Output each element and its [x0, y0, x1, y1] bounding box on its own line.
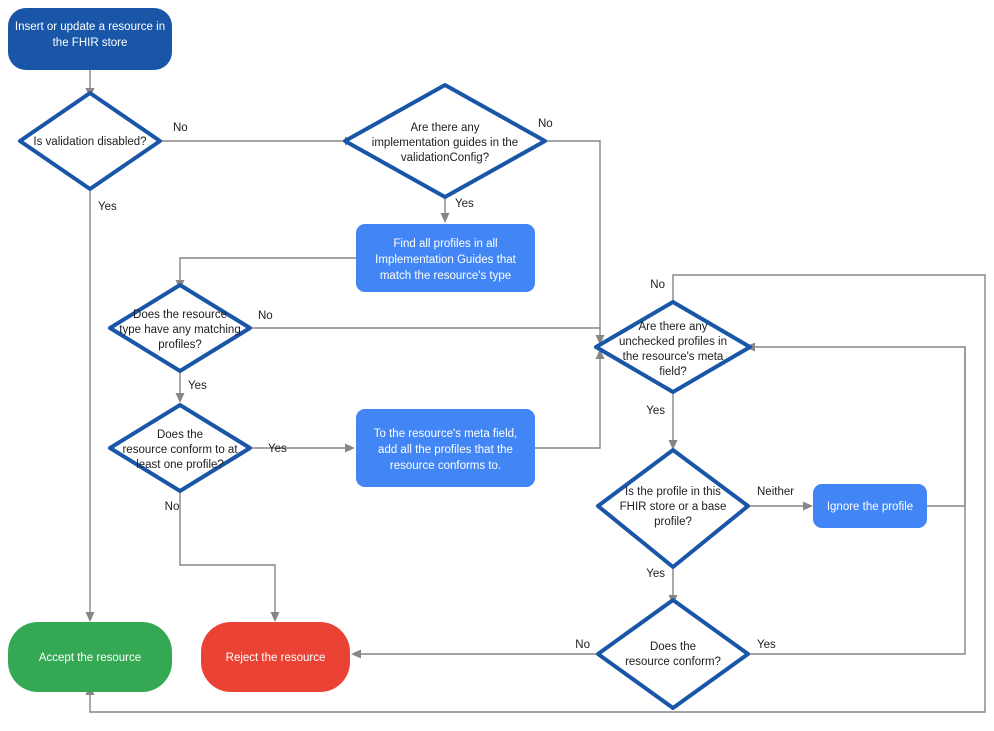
accept-shape: [8, 622, 172, 692]
conform-one-label-line-3: least one profile?: [136, 459, 224, 471]
node-start[interactable]: Insert or update a resource in the FHIR …: [8, 8, 172, 70]
validation-disabled-label: Is validation disabled?: [33, 136, 146, 148]
edge-label-resourceconform-yes: Yes: [757, 639, 776, 651]
arrowhead-matching-yes: [175, 393, 185, 403]
add-profiles-label-line-1: To the resource's meta field,: [374, 428, 517, 440]
node-is-validation-disabled[interactable]: Is validation disabled?: [18, 91, 162, 191]
edge-label-matching-no: No: [258, 310, 273, 322]
edge-label-matching-yes: Yes: [188, 380, 207, 392]
unchecked-profiles-label-line-3: the resource's meta: [623, 351, 724, 363]
matching-profiles-label-line-1: Does the resource: [133, 309, 227, 321]
node-ignore-the-profile[interactable]: Ignore the profile: [813, 484, 927, 528]
connector-resourceconform-yes: [745, 347, 966, 655]
arrowhead-validation-yes: [85, 612, 95, 622]
node-accept-the-resource[interactable]: Accept the resource: [8, 622, 172, 692]
arrowhead-addprofiles-to-unchecked: [595, 349, 605, 359]
conform-at-least-one-shape: [108, 403, 252, 493]
node-matching-profiles[interactable]: Does the resource type have any matching…: [108, 283, 252, 373]
node-reject-the-resource[interactable]: Reject the resource: [201, 622, 350, 692]
matching-profiles-label-line-2: type have any matching: [119, 324, 240, 336]
node-find-all-profiles[interactable]: Find all profiles in all Implementation …: [356, 224, 535, 292]
resource-conform-label-line-2: resource conform?: [625, 656, 721, 668]
find-profiles-label-line-2: Implementation Guides that: [375, 254, 516, 266]
arrowhead-implguides-no: [595, 335, 605, 345]
edge-label-implguides-no: No: [538, 118, 553, 130]
ignore-profile-label: Ignore the profile: [827, 501, 913, 513]
impl-guides-label-line-1: Are there any: [410, 122, 479, 134]
unchecked-profiles-label-line-1: Are there any: [638, 321, 707, 333]
find-profiles-label-line-1: Find all profiles in all: [393, 238, 497, 250]
arrowhead-implguides-yes: [440, 213, 450, 223]
ignore-profile-shape: [813, 484, 927, 528]
edge-label-validation-no: No: [173, 122, 188, 134]
find-profiles-label-line-3: match the resource's type: [380, 270, 511, 282]
reject-shape: [201, 622, 350, 692]
profile-location-label-line-1: Is the profile in this: [625, 486, 721, 498]
node-unchecked-profiles[interactable]: Are there any unchecked profiles in the …: [594, 300, 752, 394]
connector-unchecked-no: [89, 274, 986, 713]
node-resource-conform[interactable]: Does the resource conform?: [596, 598, 750, 710]
profile-location-label-line-2: FHIR store or a base: [620, 501, 727, 513]
matching-profiles-label-line-3: profiles?: [158, 339, 201, 351]
node-add-profiles-to-meta[interactable]: To the resource's meta field, add all th…: [356, 409, 535, 487]
impl-guides-label-line-2: implementation guides in the: [372, 137, 518, 149]
accept-label: Accept the resource: [39, 652, 141, 664]
connector-addprofiles-to-unchecked: [535, 356, 601, 449]
add-profiles-label-line-3: resource conforms to.: [390, 460, 501, 472]
node-implementation-guides[interactable]: Are there any implementation guides in t…: [343, 83, 547, 199]
conform-one-label-line-1: Does the: [157, 429, 203, 441]
profile-location-label-line-3: profile?: [654, 516, 692, 528]
add-profiles-shape: [356, 409, 535, 487]
edge-label-unchecked-yes: Yes: [646, 405, 665, 417]
add-profiles-label-line-2: add all the profiles that the: [378, 444, 513, 456]
conform-one-label-line-2: resource conform to at: [122, 444, 238, 456]
edge-label-profilelocation-neither: Neither: [757, 486, 794, 498]
validation-disabled-shape: [18, 91, 162, 191]
arrowhead-unchecked-yes: [668, 440, 678, 450]
connector-ignore-loopback: [752, 346, 966, 507]
unchecked-profiles-label-line-4: field?: [659, 366, 687, 378]
arrowhead-resourceconform-no: [351, 649, 361, 659]
edge-label-conformone-no: No: [165, 501, 180, 513]
arrowhead-conformone-no: [270, 612, 280, 622]
edge-label-resourceconform-no: No: [575, 639, 590, 651]
connector-layer: [85, 70, 986, 713]
start-label-line-1: Insert or update a resource in: [15, 21, 165, 33]
node-conform-at-least-one[interactable]: Does the resource conform to at least on…: [108, 403, 252, 493]
edge-label-validation-yes: Yes: [98, 201, 117, 213]
impl-guides-label-line-3: validationConfig?: [401, 152, 489, 164]
find-profiles-shape: [356, 224, 535, 292]
arrowhead-profilelocation-neither: [803, 501, 813, 511]
connector-conformone-no: [179, 493, 276, 615]
unchecked-profiles-label-line-2: unchecked profiles in: [619, 336, 727, 348]
node-profile-location[interactable]: Is the profile in this FHIR store or a b…: [596, 448, 750, 569]
connector-findprofiles-to-matching: [179, 257, 356, 283]
edge-label-implguides-yes: Yes: [455, 198, 474, 210]
connector-implguides-no: [542, 140, 601, 338]
arrowhead-conformone-yes: [345, 443, 355, 453]
start-label-line-2: the FHIR store: [53, 37, 128, 49]
unchecked-profiles-shape: [594, 300, 752, 394]
resource-conform-shape: [596, 598, 750, 710]
implementation-guides-shape: [343, 83, 547, 199]
profile-location-shape: [596, 448, 750, 569]
edge-label-conformone-yes: Yes: [268, 443, 287, 455]
resource-conform-label-line-1: Does the: [650, 641, 696, 653]
edge-label-unchecked-no: No: [650, 279, 665, 291]
matching-profiles-shape: [108, 283, 252, 373]
reject-label: Reject the resource: [226, 652, 326, 664]
start-shape: [8, 8, 172, 70]
edge-label-profilelocation-yes: Yes: [646, 568, 665, 580]
